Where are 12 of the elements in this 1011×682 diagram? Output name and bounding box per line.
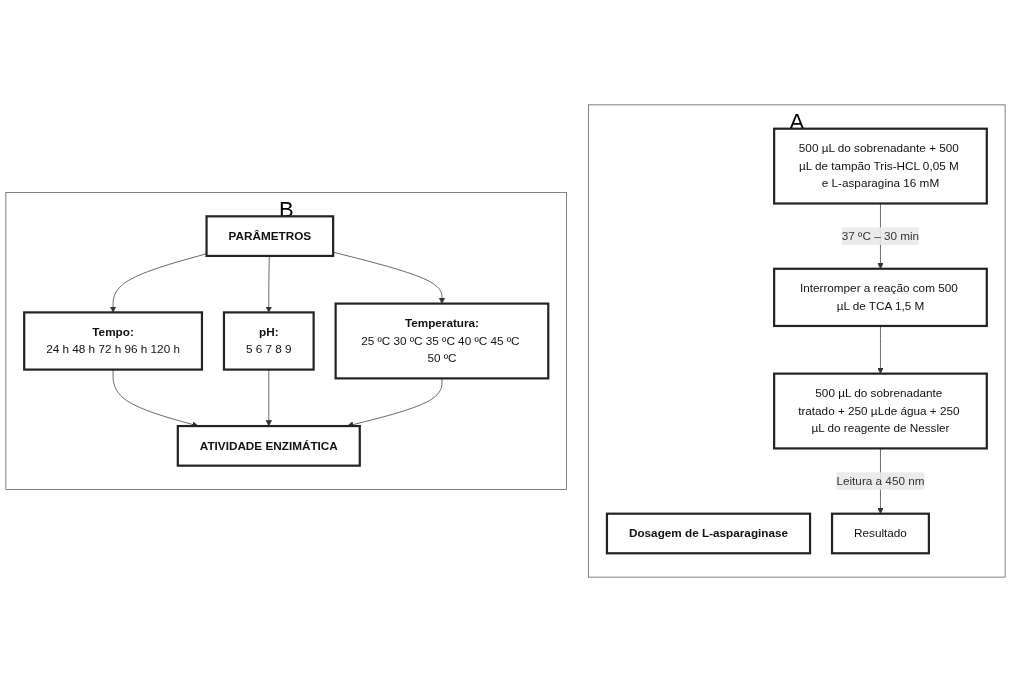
node-box: PARÂMETROS [205, 215, 335, 258]
node-box: ATIVIDADE ENZIMÁTICA [176, 424, 361, 467]
node-box: Temperatura: 25 ºC 30 ºC 35 ºC 40 ºC 45 ºC 50 ºC [334, 302, 550, 380]
node-box: Resultado [830, 512, 930, 555]
node-box: Interromper a reação com 500 µL de TCA 1,5 M [773, 267, 988, 328]
edge-label: 37 ºC – 30 min [841, 229, 920, 242]
edge-label: Leitura a 450 nm [836, 474, 925, 487]
node-box: 500 µL do sobrenadante + 500 µL de tampão Tris-HCL 0,05 M e L-asparagina 16 mM [773, 127, 988, 205]
node-box: Dosagem de L-asparaginase [605, 512, 812, 555]
node-box: 500 µL do sobrenadante tratado + 250 µLde água + 250 µL do reagente de Nessler [773, 372, 988, 450]
node-box: Tempo: 24 h 48 h 72 h 96 h 120 h [23, 311, 204, 371]
node-box: pH: 5 6 7 8 9 [222, 311, 315, 371]
